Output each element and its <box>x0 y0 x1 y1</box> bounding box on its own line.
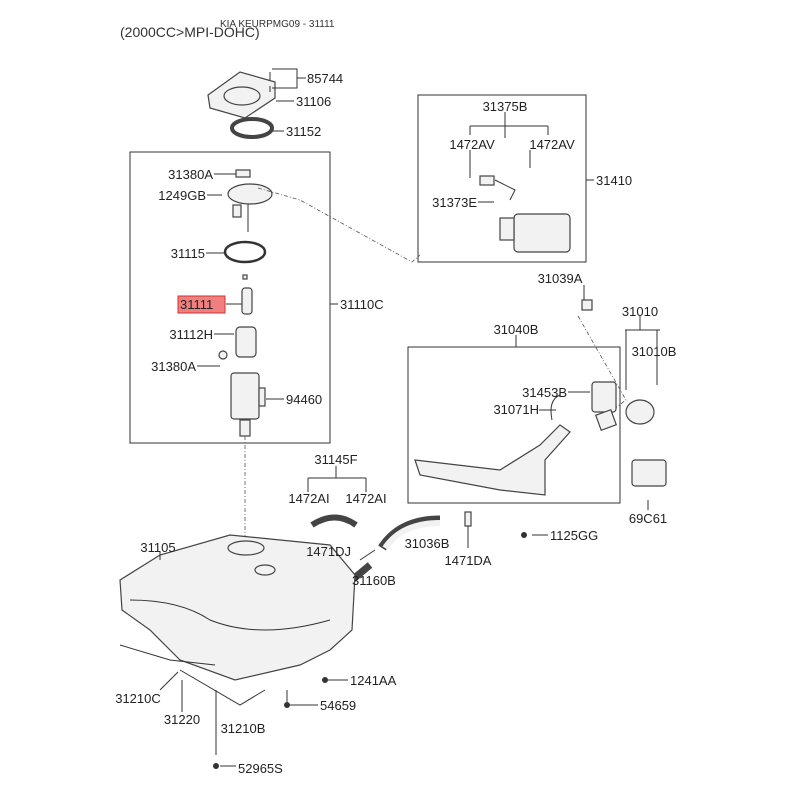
label-85744[interactable]: 85744 <box>307 71 343 86</box>
label-31010[interactable]: 31010 <box>622 304 658 319</box>
label-54659[interactable]: 54659 <box>320 698 356 713</box>
canister-box <box>417 94 587 263</box>
label-31115[interactable]: 31115 <box>171 246 205 261</box>
cover-plate-31106 <box>207 68 306 119</box>
label-1472AV-left[interactable]: 1472AV <box>449 137 495 152</box>
label-31380A-bottom[interactable]: 31380A <box>151 359 196 374</box>
label-31040B[interactable]: 31040B <box>494 322 539 337</box>
label-31010B[interactable]: 31010B <box>632 344 677 359</box>
label-1471DJ[interactable]: 1471DJ <box>306 544 351 559</box>
label-31106[interactable]: 31106 <box>296 94 331 109</box>
label-31375B[interactable]: 31375B <box>483 99 528 114</box>
lock-ring-31152 <box>230 117 284 139</box>
label-31220[interactable]: 31220 <box>164 712 200 727</box>
label-31105[interactable]: 31105 <box>140 540 175 555</box>
label-1241AA[interactable]: 1241AA <box>350 673 397 688</box>
label-31071H[interactable]: 31071H <box>493 402 539 417</box>
label-31380A-top[interactable]: 31380A <box>168 167 213 182</box>
part-labels: 85744 31106 31152 31380A 1249GB 31115 31… <box>115 71 676 776</box>
label-31453B[interactable]: 31453B <box>522 385 567 400</box>
label-31210C[interactable]: 31210C <box>115 691 161 706</box>
label-1125GG[interactable]: 1125GG <box>550 528 598 543</box>
label-31110C[interactable]: 31110C <box>340 297 384 312</box>
label-1472AV-right[interactable]: 1472AV <box>529 137 575 152</box>
pump-module-parts <box>197 169 421 540</box>
label-31152[interactable]: 31152 <box>286 124 321 139</box>
label-1472AI-right[interactable]: 1472AI <box>345 491 386 506</box>
highlight-box-31111[interactable] <box>177 295 226 314</box>
label-31039A[interactable]: 31039A <box>538 271 583 286</box>
label-31111[interactable]: 31111 <box>180 297 213 312</box>
label-69C61[interactable]: 69C61 <box>629 511 667 526</box>
pump-module-box <box>129 151 331 444</box>
label-31145F[interactable]: 31145F <box>314 452 357 467</box>
filler-neck-parts <box>414 285 667 538</box>
label-1472AI-left[interactable]: 1472AI <box>288 491 329 506</box>
hose-parts <box>307 466 472 593</box>
label-31410[interactable]: 31410 <box>596 173 632 188</box>
label-1471DA[interactable]: 1471DA <box>445 553 492 568</box>
filler-neck-box <box>407 346 621 504</box>
canister-parts <box>469 112 594 253</box>
label-1249GB[interactable]: 1249GB <box>158 188 206 203</box>
label-31373E[interactable]: 31373E <box>432 195 477 210</box>
label-31210B[interactable]: 31210B <box>221 721 266 736</box>
fuel-tank-31105 <box>119 534 356 769</box>
label-31160B[interactable]: 31160B <box>352 573 396 588</box>
engine-subtitle: (2000CC>MPI-DOHC) <box>120 24 260 40</box>
label-94460[interactable]: 94460 <box>286 392 322 407</box>
label-31112H[interactable]: 31112H <box>169 327 213 342</box>
label-31036B[interactable]: 31036B <box>405 536 450 551</box>
catalog-title: KIA KEURPMG09 - 31111 <box>220 19 335 30</box>
label-52965S[interactable]: 52965S <box>238 761 283 776</box>
